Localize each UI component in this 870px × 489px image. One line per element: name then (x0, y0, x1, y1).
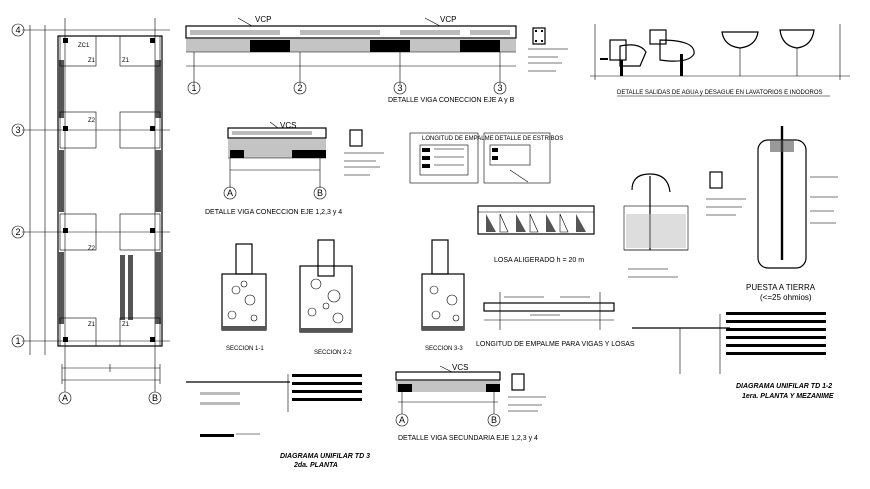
section-2-label: SECCION 2-2 (314, 350, 352, 356)
vcp-label-left: VCP (255, 15, 271, 24)
floor-plan: 4 3 2 1 A B ZC1 Z1 Z1 Z2 Z2 Z1 Z1 (11, 18, 170, 405)
plan-axis-2: 2 (15, 227, 20, 237)
empalme-vigas-title: LONGITUD DE EMPALME PARA VIGAS Y LOSAS (476, 341, 635, 348)
beam-detail-secondary: VCS A B DETALLE VIGA SECUNDARIA EJE 1,2,… (395, 363, 546, 442)
empalme-table-title: LONGITUD DE EMPALME (422, 136, 494, 142)
plan-label-zc1: ZC1 (78, 43, 90, 49)
empalme-vigas: LONGITUD DE EMPALME PARA VIGAS Y LOSAS (476, 292, 635, 348)
hook-detail (623, 171, 746, 278)
plan-axis-1: 1 (15, 336, 20, 346)
ground-rod: PUESTA A TIERRA (<=25 ohmios) (746, 126, 838, 302)
beam-mid-axis-a: A (227, 188, 233, 198)
beam-top-axis-3: 3 (397, 83, 402, 93)
beam-mid-axis-b: B (317, 188, 323, 198)
beam-top-title: DETALLE VIGA CONECCION EJE A y B (388, 97, 515, 104)
diagram-td12: DIAGRAMA UNIFILAR TD 1-2 1era. PLANTA Y … (632, 312, 834, 400)
plan-label-z1-c: Z1 (88, 322, 96, 328)
vcp-label-right: VCP (440, 15, 456, 24)
section-3-3: SECCION 3-3 (421, 239, 465, 352)
estribos-table-title: DETALLE DE ESTRIBOS (495, 136, 563, 142)
plan-label-z2-b: Z2 (88, 246, 96, 252)
beam-top-axis-2: 2 (297, 83, 302, 93)
beam-detail-mid: VCS A B DETALLE VIGA CONECCION EJE 1,2,3… (205, 121, 384, 216)
plan-axis-4: 4 (15, 25, 20, 35)
ground-title: PUESTA A TIERRA (746, 283, 816, 292)
td3-title: DIAGRAMA UNIFILAR TD 3 (280, 453, 370, 460)
plan-axis-3: 3 (15, 125, 20, 135)
td12-subtitle: 1era. PLANTA Y MEZANIME (742, 393, 834, 400)
vcs-label-mid: VCS (280, 121, 296, 130)
sanitary-detail: DETALLE SALIDAS DE AGUA y DESAGUE EN LAV… (590, 24, 850, 97)
section-2-2: SECCION 2-2 (299, 239, 353, 356)
tables: LONGITUD DE EMPALME DETALLE DE ESTRIBOS (409, 132, 563, 184)
sanitary-title: DETALLE SALIDAS DE AGUA y DESAGUE EN LAV… (617, 90, 823, 96)
td12-title: DIAGRAMA UNIFILAR TD 1-2 (736, 383, 832, 390)
vcs-label-secondary: VCS (452, 363, 468, 372)
diagram-td3: DIAGRAMA UNIFILAR TD 3 2da. PLANTA (186, 374, 370, 469)
sections: SECCION 1-1 SECCION 2-2 SECCION 3-3 (221, 239, 465, 356)
losa-detail: LOSA ALIGERADO h = 20 m (477, 205, 595, 264)
section-3-label: SECCION 3-3 (425, 346, 463, 352)
plan-axis-b: B (152, 393, 158, 403)
plan-label-z2-a: Z2 (88, 118, 96, 124)
beam-mid-title: DETALLE VIGA CONECCION EJE 1,2,3 y 4 (205, 209, 342, 216)
beam-top-axis-1: 1 (191, 83, 196, 93)
beam-sec-axis-b: B (491, 415, 497, 425)
beam-sec-axis-a: A (399, 415, 405, 425)
plan-label-z1-d: Z1 (122, 322, 130, 328)
beam-top-axis-3b: 3 (497, 83, 502, 93)
beam-sec-title: DETALLE VIGA SECUNDARIA EJE 1,2,3 y 4 (398, 435, 538, 442)
ground-subtitle: (<=25 ohmios) (760, 293, 812, 302)
plan-label-z1-a: Z1 (88, 58, 96, 64)
section-1-label: SECCION 1-1 (226, 346, 264, 352)
beam-detail-top: VCP VCP 1 2 3 3 DETALLE VIGA CONECCION E… (185, 15, 568, 104)
td3-subtitle: 2da. PLANTA (293, 462, 338, 469)
section-1-1: SECCION 1-1 (221, 243, 267, 352)
plan-axis-a: A (62, 393, 68, 403)
plan-label-z1-b: Z1 (122, 58, 130, 64)
losa-title: LOSA ALIGERADO h = 20 m (494, 257, 584, 264)
